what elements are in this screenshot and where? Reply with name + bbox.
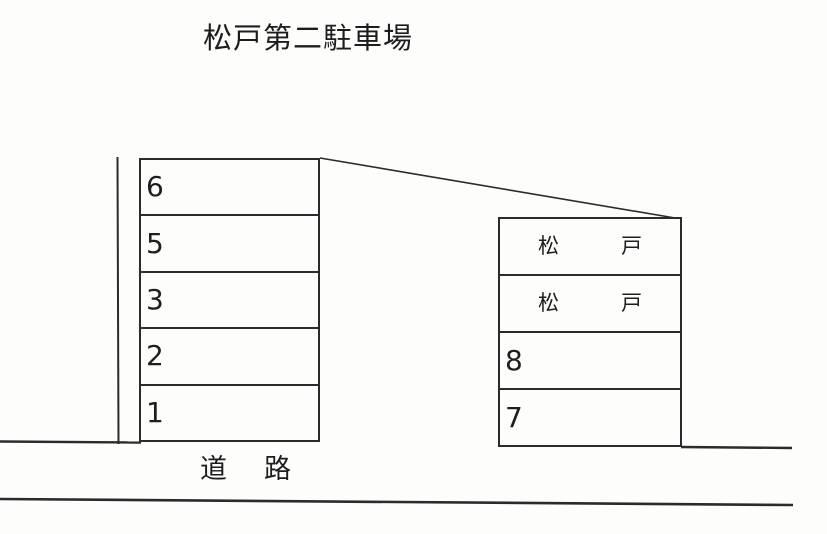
space-label: 8 — [505, 343, 523, 377]
space-label: 松戸 — [538, 234, 704, 258]
parking-space-row-8: 8 — [500, 333, 680, 390]
road-lower-line — [0, 497, 794, 507]
space-label: 7 — [505, 400, 523, 434]
parking-space-row-1: 1 — [141, 386, 318, 440]
space-label: 1 — [146, 395, 164, 429]
road-upper-line-left — [0, 440, 142, 444]
parking-space-row-7: 7 — [500, 390, 680, 445]
block-connector-line — [319, 157, 682, 220]
right-parking-block: 松戸 松戸 8 7 — [498, 217, 682, 447]
left-boundary-line — [116, 156, 120, 445]
page-title: 松戸第二駐車場 — [203, 21, 414, 55]
space-label: 松戸 — [538, 291, 704, 315]
space-label: 5 — [146, 226, 164, 260]
parking-space-row-5: 5 — [141, 216, 318, 273]
space-label: 3 — [146, 283, 164, 317]
parking-space-row-3: 3 — [141, 273, 318, 330]
road-upper-line-right — [680, 445, 793, 450]
parking-space-row-matsudo-1: 松戸 — [500, 219, 680, 276]
parking-space-row-matsudo-2: 松戸 — [500, 276, 680, 333]
road-label: 道路 — [200, 454, 328, 485]
left-parking-block: 6 5 3 2 1 — [139, 158, 320, 442]
parking-space-row-2: 2 — [141, 329, 318, 386]
parking-space-row-6: 6 — [141, 160, 318, 217]
space-label: 2 — [146, 339, 164, 373]
space-label: 6 — [146, 170, 164, 204]
